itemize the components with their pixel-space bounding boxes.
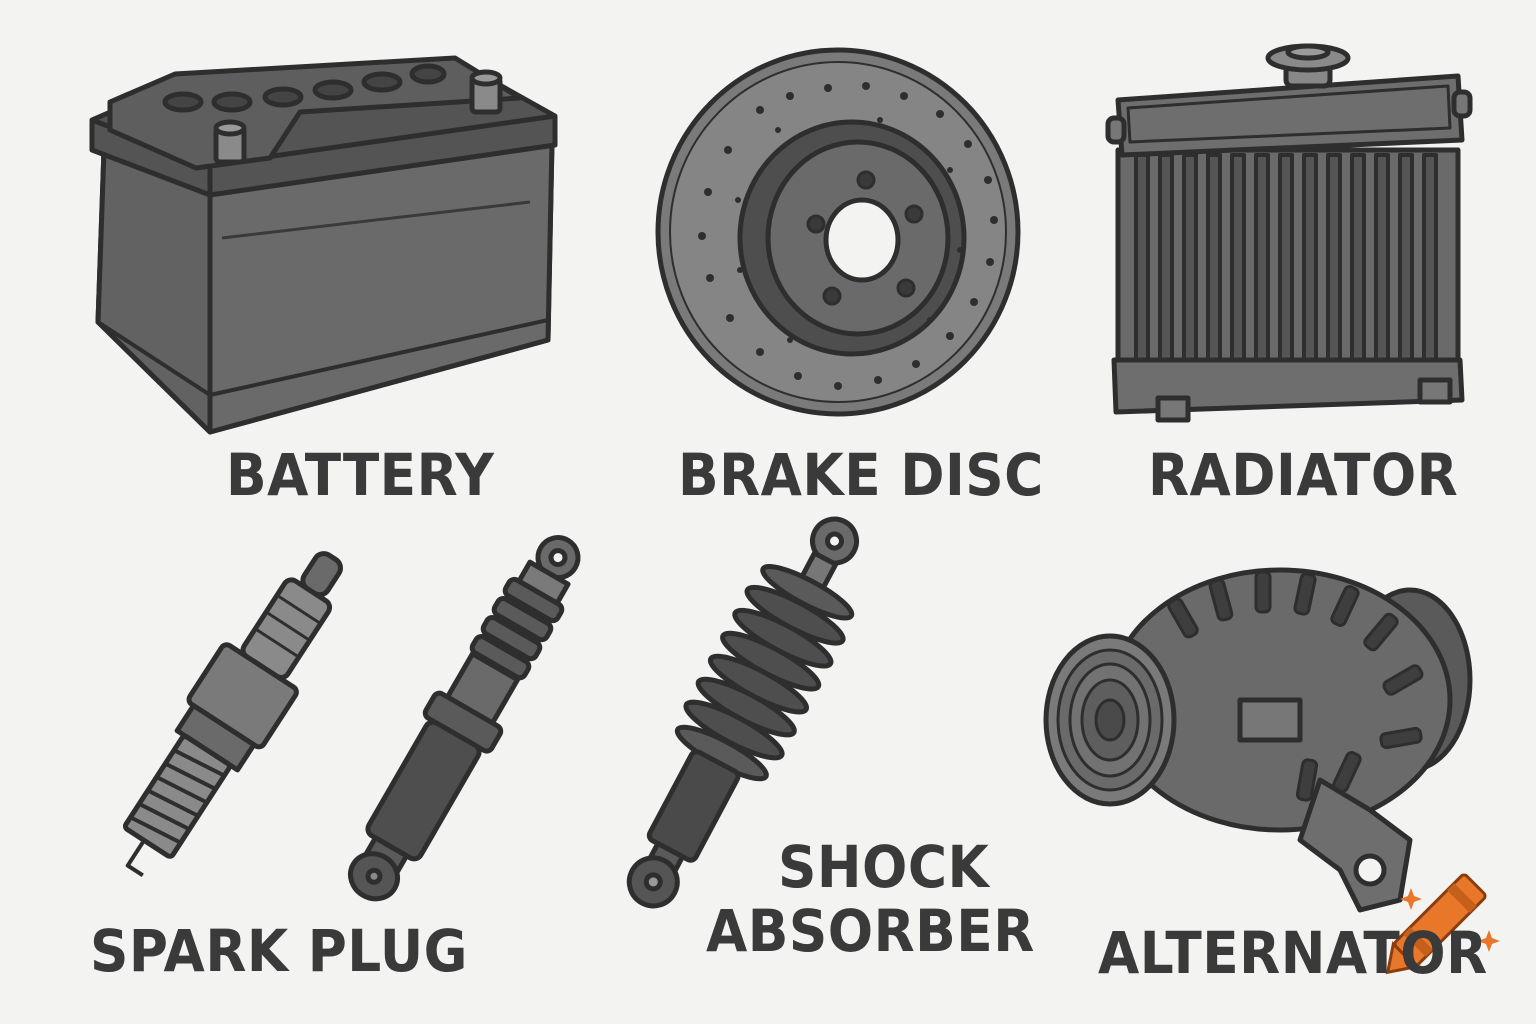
battery-label: BATTERY: [226, 441, 495, 509]
spark-plug-icon: [122, 551, 343, 878]
brake-disc-icon: [655, 47, 1021, 417]
brake-disc-label: BRAKE DISC: [678, 441, 1044, 509]
shock-absorber-icon: [626, 516, 860, 909]
shock-absorber-label-line1: SHOCK: [778, 833, 990, 901]
ignition-coil-icon: [347, 535, 581, 902]
alternator-icon: [1043, 567, 1473, 913]
radiator-label: RADIATOR: [1148, 441, 1459, 509]
spark-plug-label: SPARK PLUG: [90, 917, 468, 985]
radiator-icon: [1105, 43, 1473, 423]
crayon-watermark-icon: [1385, 873, 1500, 975]
shock-absorber-label-line2: ABSORBER: [706, 897, 1035, 965]
battery-icon: [89, 55, 558, 435]
alternator-label: ALTERNATOR: [1098, 919, 1488, 987]
